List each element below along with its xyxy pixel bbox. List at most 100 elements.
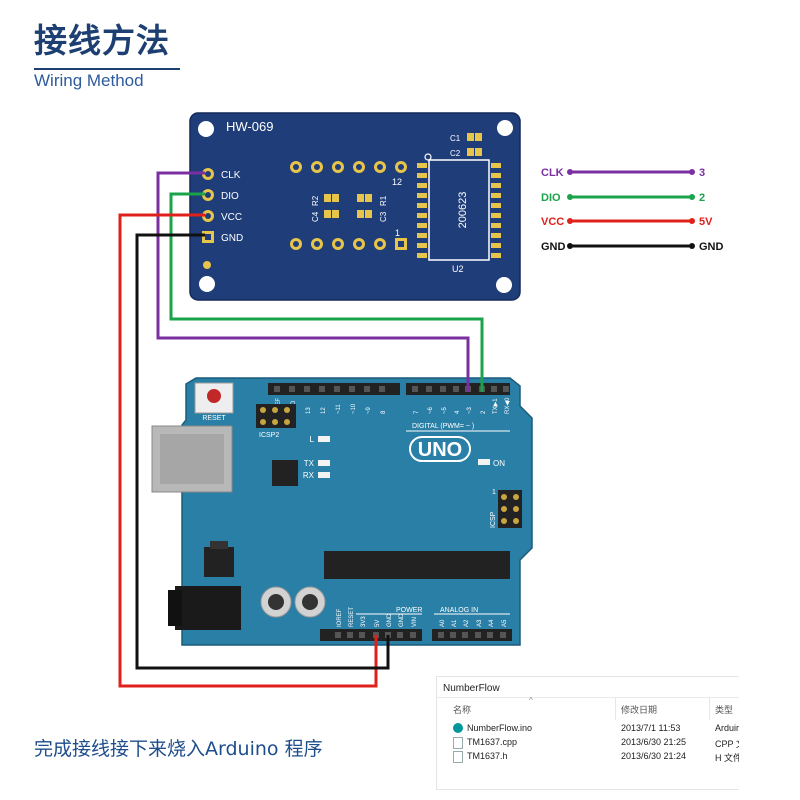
column-header-date[interactable]: 修改日期 <box>621 705 658 715</box>
digital-pin-label: ~6 <box>428 406 434 414</box>
legend-arduino-pin: 5V <box>699 216 713 228</box>
module-pin-label: GND <box>221 233 243 244</box>
header-hole <box>438 632 444 638</box>
smd-label: C3 <box>379 211 388 222</box>
digital-pin-label: RX◀0 <box>505 397 511 414</box>
mount-hole-tr <box>497 120 513 136</box>
column-separator[interactable] <box>615 698 616 720</box>
header-hole <box>379 386 385 392</box>
header-hole <box>450 632 456 638</box>
analog-pin-label: A4 <box>489 619 495 627</box>
on-label: ON <box>493 459 505 468</box>
header-hole <box>500 632 506 638</box>
digital-pin-label: ~9 <box>366 406 372 414</box>
digital-pin-label: 2 <box>481 410 487 414</box>
digital-pin-label: ~10 <box>351 403 357 414</box>
smd-label: C2 <box>450 149 461 158</box>
header-hole <box>487 632 493 638</box>
display-pads <box>290 161 407 250</box>
file-explorer-window: NumberFlow ^ 名称 修改日期 类型 NumberFlow.ino 2… <box>436 676 739 790</box>
wires <box>118 171 484 688</box>
power-pin-label: 5V <box>375 620 381 627</box>
file-row[interactable]: TM1637.cpp 2013/6/30 21:25 CPP 文 <box>437 737 739 750</box>
display-pad-hole <box>335 241 341 247</box>
chip-u2-legs <box>417 163 501 258</box>
power-jack-face <box>168 590 182 626</box>
chip-u2-pin1-mark <box>424 153 432 161</box>
column-separator[interactable] <box>709 698 710 720</box>
header-hole <box>359 632 365 638</box>
file-date: 2013/7/1 11:53 <box>621 723 681 733</box>
header-hole <box>453 386 459 392</box>
digital-section-label: DIGITAL (PWM= ~ ) <box>412 423 474 430</box>
reset-label: RESET <box>202 415 226 422</box>
led-label: TX <box>304 459 315 468</box>
header-hole <box>426 386 432 392</box>
legend-module-pin: GND <box>541 241 566 253</box>
icsp-header-holes <box>501 494 519 524</box>
status-leds: L TX RX <box>303 435 330 480</box>
smd-label: R2 <box>311 195 320 206</box>
display-pad-hole <box>314 164 320 170</box>
usb-connector-inner <box>160 434 224 484</box>
chip-leg <box>491 183 501 188</box>
header-hole <box>319 386 325 392</box>
icsp-label: ICSP <box>490 511 497 528</box>
legend-wire-end <box>689 169 695 175</box>
module-small-pad <box>203 261 211 269</box>
legend-module-pin: VCC <box>541 216 564 228</box>
wire-gnd <box>135 233 390 670</box>
power-section-label: POWER <box>396 607 422 614</box>
header-separator <box>437 697 739 698</box>
arduino-file-icon <box>453 723 463 733</box>
header-hole <box>364 386 370 392</box>
chip-leg <box>491 233 501 238</box>
led <box>318 472 330 478</box>
legend-wire-end <box>689 218 695 224</box>
analog-pin-label: A5 <box>502 619 508 627</box>
chip-leg <box>417 233 427 238</box>
file-row[interactable]: TM1637.h 2013/6/30 21:24 H 文件 <box>437 751 739 764</box>
led-label: L <box>310 435 315 444</box>
digital-pin-label: ~5 <box>442 406 448 414</box>
led-label: RX <box>303 471 315 480</box>
chip-leg <box>417 253 427 258</box>
legend-arduino-pin: GND <box>699 241 724 253</box>
smd-pad <box>324 210 331 218</box>
capacitor-left-top <box>268 594 284 610</box>
chip-leg <box>491 193 501 198</box>
header-hole <box>440 386 446 392</box>
icsp-pin <box>501 506 507 512</box>
title-underline <box>34 68 180 70</box>
mount-hole-br <box>496 277 512 293</box>
column-header-name[interactable]: 名称 <box>453 705 472 715</box>
file-type: CPP 文 <box>715 739 739 749</box>
column-header-type[interactable]: 类型 <box>715 705 734 715</box>
analog-pin-label: A3 <box>477 619 483 627</box>
mount-hole-tl <box>198 121 214 137</box>
power-pin-label: VIN <box>412 617 418 627</box>
sort-arrow-icon[interactable]: ^ <box>529 696 533 705</box>
chip-leg <box>491 163 501 168</box>
module-pin-label: VCC <box>221 212 242 223</box>
icsp-pin <box>513 518 519 524</box>
module-pin-hole <box>205 192 211 198</box>
usb-chip <box>272 460 298 486</box>
file-row[interactable]: NumberFlow.ino 2013/7/1 11:53 Arduir <box>437 723 739 736</box>
page-subtitle: Wiring Method <box>34 71 144 90</box>
header-hole <box>397 632 403 638</box>
chip-leg <box>417 213 427 218</box>
smd-pad <box>365 210 372 218</box>
chip-leg <box>491 223 501 228</box>
module-pin-hole <box>205 234 211 240</box>
folder-name: NumberFlow <box>443 683 500 694</box>
file-name: NumberFlow.ino <box>467 723 533 733</box>
smd-pad <box>475 133 482 141</box>
wire-dio <box>169 192 484 392</box>
display-pin-12-label: 12 <box>392 177 402 187</box>
legend-wire-end <box>567 169 573 175</box>
